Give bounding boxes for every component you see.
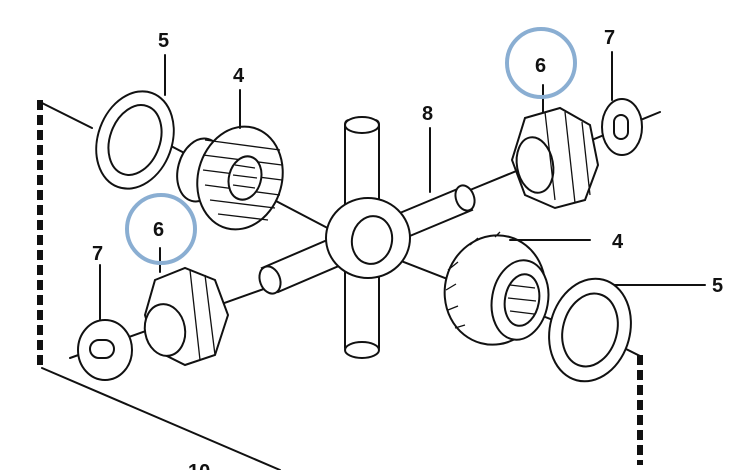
pinion-gear-top-right (510, 106, 600, 210)
label-7-left: 7 (92, 243, 103, 265)
label-7-top: 7 (604, 27, 615, 49)
label-4-right: 4 (612, 231, 624, 253)
label-6-top: 6 (535, 55, 546, 77)
small-washer-left (77, 319, 133, 381)
pinion-gear-left (143, 266, 230, 367)
small-washer-top-right (601, 98, 643, 156)
side-gear-top-left (176, 125, 284, 231)
highlight-circle-top (505, 27, 577, 99)
label-10: 10 (188, 461, 210, 470)
label-8: 8 (422, 103, 433, 125)
label-4-top: 4 (233, 65, 245, 87)
label-6-left: 6 (153, 219, 164, 241)
highlight-circle-left (125, 193, 197, 265)
spider-cross-shaft (258, 116, 476, 359)
label-5-right: 5 (712, 275, 723, 297)
side-gear-right (443, 231, 550, 346)
thrust-washer-right (548, 277, 632, 383)
thrust-washer-top-left (95, 90, 175, 190)
label-5-top: 5 (158, 30, 169, 52)
housing-top-line (41, 102, 93, 129)
housing-bottom-line (41, 367, 281, 470)
